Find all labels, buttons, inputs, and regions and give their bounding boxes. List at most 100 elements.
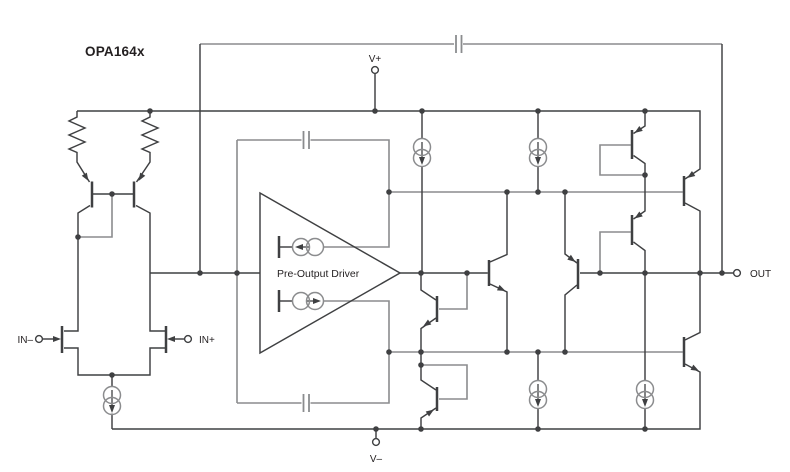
junction-dot bbox=[147, 108, 153, 114]
wire bbox=[323, 300, 390, 352]
current-source-circles bbox=[102, 137, 655, 416]
current-source-circle bbox=[528, 390, 548, 410]
junction-dot bbox=[418, 270, 424, 276]
wire bbox=[684, 273, 701, 341]
junction-dot bbox=[109, 372, 115, 378]
junction-dot bbox=[535, 108, 541, 114]
current-source-circle bbox=[102, 396, 122, 416]
junction-dot bbox=[697, 270, 703, 276]
in-plus-label: IN+ bbox=[199, 335, 215, 346]
arrowhead bbox=[295, 244, 303, 250]
junction-dot bbox=[642, 108, 648, 114]
out-label: OUT bbox=[750, 269, 771, 280]
transistor-bars bbox=[60, 130, 686, 411]
current-source-circle bbox=[291, 237, 311, 257]
junction-dots bbox=[75, 108, 725, 432]
wire bbox=[633, 241, 646, 273]
arrowhead bbox=[53, 336, 61, 342]
arrowheads bbox=[53, 125, 699, 417]
wire bbox=[310, 139, 390, 192]
junction-dot bbox=[719, 270, 725, 276]
junction-dot bbox=[418, 349, 424, 355]
junction-dot bbox=[642, 172, 648, 178]
current-source-circle bbox=[102, 385, 122, 405]
current-source-circle bbox=[528, 148, 548, 168]
junction-dot bbox=[597, 270, 603, 276]
arrowhead bbox=[81, 172, 89, 181]
wire bbox=[684, 202, 701, 273]
wire bbox=[633, 154, 646, 175]
junction-dot bbox=[109, 191, 115, 197]
terminal-circles bbox=[34, 65, 742, 447]
arrowhead bbox=[496, 284, 506, 291]
junction-dot bbox=[234, 270, 240, 276]
wire bbox=[421, 364, 468, 400]
arrowhead bbox=[690, 364, 699, 371]
arrowhead bbox=[535, 399, 541, 407]
arrowhead bbox=[642, 399, 648, 407]
arrowhead bbox=[419, 157, 425, 165]
wire bbox=[64, 347, 165, 376]
junction-dot bbox=[535, 189, 541, 195]
wire bbox=[489, 192, 508, 263]
wire bbox=[112, 363, 701, 430]
current-source-circle bbox=[528, 137, 548, 157]
arrowhead bbox=[423, 319, 432, 327]
wire bbox=[78, 194, 113, 238]
wire bbox=[420, 273, 437, 301]
wire bbox=[135, 204, 165, 332]
vminus-terminal bbox=[371, 437, 381, 447]
current-source-circle bbox=[305, 291, 325, 311]
junction-dot bbox=[372, 108, 378, 114]
arrowhead bbox=[535, 157, 541, 165]
wire bbox=[310, 352, 390, 404]
junction-dot bbox=[386, 349, 392, 355]
current-source-circle bbox=[528, 379, 548, 399]
light-wires bbox=[78, 35, 722, 412]
arrowhead bbox=[138, 172, 146, 181]
wire bbox=[420, 352, 437, 391]
junction-dot bbox=[504, 349, 510, 355]
junction-dot bbox=[386, 189, 392, 195]
junction-dot bbox=[373, 426, 379, 432]
wire bbox=[599, 231, 631, 273]
junction-dot bbox=[562, 189, 568, 195]
wire bbox=[564, 284, 578, 352]
vminus-label: V– bbox=[370, 454, 383, 465]
part-number-label: OPA164x bbox=[85, 44, 145, 59]
in-minus-terminal bbox=[34, 334, 44, 344]
junction-dot bbox=[418, 426, 424, 432]
junction-dot bbox=[642, 426, 648, 432]
arrowhead bbox=[567, 254, 576, 262]
junction-dot bbox=[535, 349, 541, 355]
junction-dot bbox=[642, 270, 648, 276]
arrowhead bbox=[109, 405, 115, 413]
junction-dot bbox=[75, 234, 81, 240]
arrowhead bbox=[634, 211, 643, 219]
current-source-circle bbox=[635, 379, 655, 399]
wire bbox=[439, 273, 468, 310]
wire bbox=[67, 111, 91, 183]
junction-dot bbox=[418, 362, 424, 368]
dark-wires bbox=[42, 44, 734, 439]
wire bbox=[599, 144, 645, 176]
arrowhead bbox=[425, 409, 434, 417]
junction-dot bbox=[419, 108, 425, 114]
wire bbox=[420, 317, 437, 352]
current-source-circle bbox=[291, 291, 311, 311]
current-source-circle bbox=[635, 390, 655, 410]
in-plus-terminal bbox=[183, 334, 193, 344]
junction-dot bbox=[535, 426, 541, 432]
wire bbox=[259, 191, 402, 355]
wire bbox=[323, 192, 390, 248]
arrowhead bbox=[313, 298, 321, 304]
in-minus-label: IN– bbox=[17, 335, 33, 346]
junction-dot bbox=[562, 349, 568, 355]
wire bbox=[564, 192, 578, 264]
arrowhead bbox=[687, 171, 696, 178]
junction-dot bbox=[504, 189, 510, 195]
junction-dot bbox=[464, 270, 470, 276]
junction-dot bbox=[197, 270, 203, 276]
